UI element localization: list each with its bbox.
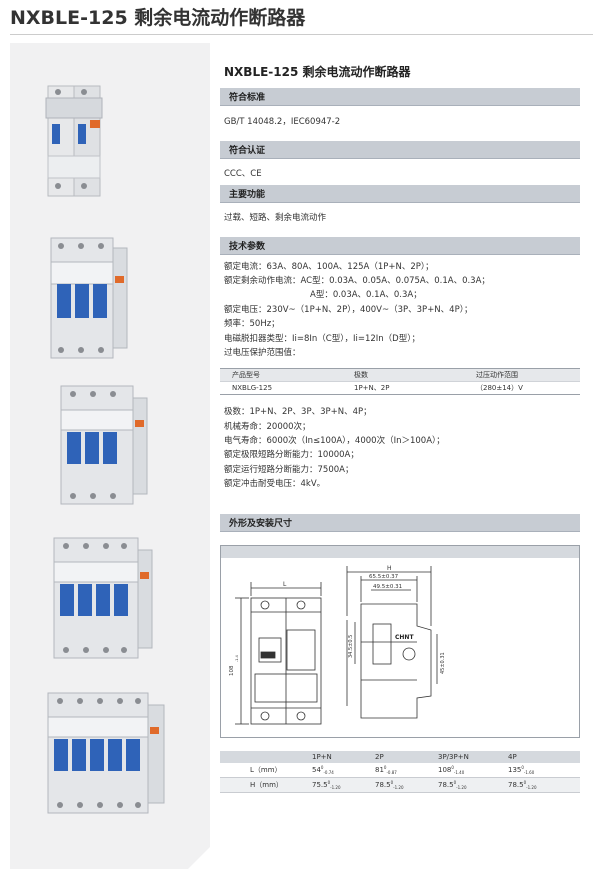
dim-upper-tol: 0 bbox=[327, 780, 331, 785]
dim-value: 54 bbox=[312, 766, 321, 774]
drawing-dim-108: 108 bbox=[229, 665, 235, 676]
tech-param: 过电压保护范围值： bbox=[224, 348, 301, 358]
product-image-panel bbox=[10, 43, 211, 870]
functions-text: 过载、短路、剩余电流动作 bbox=[224, 213, 327, 223]
tech-param: 额定电流：63A、80A、100A、125A（1P+N、2P）； bbox=[224, 262, 434, 272]
table-header: 1P+N bbox=[312, 751, 375, 763]
table-cell: 75.50-1.20 bbox=[312, 777, 375, 793]
tech-param: 机械寿命：20000次； bbox=[224, 422, 311, 432]
dim-lower-tol: -0.87 bbox=[386, 770, 397, 775]
dim-value: 78.5 bbox=[438, 781, 454, 789]
tech-param: 额定极限短路分断能力：10000A； bbox=[224, 450, 359, 460]
dim-upper-tol: 0 bbox=[523, 780, 527, 785]
table-cell: 1080-1.40 bbox=[438, 763, 508, 778]
dim-lower-tol: -1.20 bbox=[456, 785, 467, 790]
drawing-header-bar bbox=[221, 546, 579, 558]
dim-upper-tol: 0 bbox=[383, 765, 387, 770]
tech-param: 电磁脱扣器类型：Ii=8In（C型），Ii=12In（D型）； bbox=[224, 334, 420, 344]
standard-text: GB/T 14048.2，IEC60947-2 bbox=[224, 117, 341, 127]
dim-lower-tol: -1.20 bbox=[526, 785, 537, 790]
drawing-dim-108-tol: -1.4 bbox=[235, 654, 239, 662]
table-cell: （280±14）V bbox=[464, 381, 580, 395]
certification-text: CCC、CE bbox=[224, 169, 262, 179]
table-cell: 1P+N、2P bbox=[342, 381, 464, 395]
table-cell: 810-0.87 bbox=[375, 763, 438, 778]
section-header-functions: 主要功能 bbox=[220, 185, 580, 203]
overvoltage-table: 产品型号 极数 过压动作范围 NXBLG-125 1P+N、2P （280±14… bbox=[220, 368, 580, 395]
table-row: NXBLG-125 1P+N、2P （280±14）V bbox=[220, 381, 580, 395]
drawing-label-l: L bbox=[283, 581, 287, 588]
drawing-dim-495: 49.5±0.31 bbox=[373, 584, 402, 590]
section-title: 外形及安装尺寸 bbox=[229, 519, 293, 529]
dim-upper-tol: 0 bbox=[320, 765, 324, 770]
table-cell: 1350-1.60 bbox=[508, 763, 580, 778]
tech-param: 额定剩余动作电流：AC型：0.03A、0.05A、0.075A、0.1A、0.3… bbox=[224, 276, 490, 286]
dimension-table: 1P+N 2P 3P/3P+N 4P L（mm） 540-0.74 810-0.… bbox=[220, 751, 580, 793]
dim-upper-tol: 0 bbox=[390, 780, 394, 785]
panel-corner-cut bbox=[187, 846, 211, 870]
tech-param: 额定电压：230V~（1P+N、2P），400V~（3P、3P+N、4P）； bbox=[224, 305, 473, 315]
table-header: 产品型号 bbox=[220, 368, 342, 382]
title-divider bbox=[10, 34, 593, 35]
drawing-brand-logo: CHNT bbox=[395, 634, 414, 641]
section-header-tech: 技术参数 bbox=[220, 237, 580, 255]
table-header: 过压动作范围 bbox=[464, 368, 580, 382]
table-cell: L（mm） bbox=[220, 763, 312, 778]
dim-value: 135 bbox=[508, 766, 522, 774]
section-header-certification: 符合认证 bbox=[220, 141, 580, 159]
table-cell: NXBLG-125 bbox=[220, 381, 342, 395]
section-title: 符合标准 bbox=[229, 93, 266, 103]
table-cell: 78.50-1.20 bbox=[375, 777, 438, 793]
table-header: 2P bbox=[375, 751, 438, 763]
table-header: 极数 bbox=[342, 368, 464, 382]
table-cell: 78.50-1.20 bbox=[438, 777, 508, 793]
tech-param: 频率：50Hz； bbox=[224, 319, 280, 329]
dim-value: 78.5 bbox=[375, 781, 391, 789]
section-title: 技术参数 bbox=[229, 242, 266, 252]
dim-value: 108 bbox=[438, 766, 452, 774]
product-image-1p-n bbox=[45, 85, 103, 197]
table-row: L（mm） 540-0.74 810-0.87 1080-1.40 1350-1… bbox=[220, 763, 580, 778]
section-title: 主要功能 bbox=[229, 190, 266, 200]
product-image-3p-n bbox=[53, 537, 153, 659]
table-cell: 540-0.74 bbox=[312, 763, 375, 778]
section-header-dimensions: 外形及安装尺寸 bbox=[220, 514, 580, 532]
table-row: H（mm） 75.50-1.20 78.50-1.20 78.50-1.20 7… bbox=[220, 777, 580, 793]
tech-param: 电气寿命：6000次（In≤100A），4000次（In＞100A）； bbox=[224, 436, 445, 446]
dim-value: 78.5 bbox=[508, 781, 524, 789]
section-title: 符合认证 bbox=[229, 146, 266, 156]
dim-lower-tol: -1.20 bbox=[330, 785, 341, 790]
drawing-dim-655: 65.5±0.37 bbox=[369, 574, 399, 580]
dim-value: 81 bbox=[375, 766, 384, 774]
dim-upper-tol: 0 bbox=[521, 765, 524, 770]
drawing-dim-345: 34.5±0.5 bbox=[348, 635, 354, 658]
product-image-4p bbox=[47, 692, 165, 814]
drawing-dim-45: 45±0.31 bbox=[440, 652, 446, 674]
drawing-svg: L H 65.5±0.37 49.5±0.31 108 -1.4 34.5±0.… bbox=[229, 565, 446, 725]
dim-lower-tol: -1.20 bbox=[393, 785, 404, 790]
tech-param: 额定运行短路分断能力：7500A； bbox=[224, 465, 354, 475]
table-cell: 78.50-1.20 bbox=[508, 777, 580, 793]
table-header bbox=[220, 751, 312, 763]
tech-param: 额定冲击耐受电压：4kV。 bbox=[224, 479, 326, 489]
tech-param: 极数：1P+N、2P、3P、3P+N、4P； bbox=[224, 407, 372, 417]
table-header: 3P/3P+N bbox=[438, 751, 508, 763]
table-cell: H（mm） bbox=[220, 777, 312, 793]
product-image-3p bbox=[60, 385, 148, 505]
table-header: 4P bbox=[508, 751, 580, 763]
product-title: NXBLE-125 剩余电流动作断路器 bbox=[224, 65, 411, 79]
product-image-2p bbox=[50, 237, 128, 359]
page-title: NXBLE-125 剩余电流动作断路器 bbox=[10, 7, 306, 29]
dim-value: 75.5 bbox=[312, 781, 328, 789]
dim-lower-tol: -1.60 bbox=[523, 770, 535, 775]
dimension-drawing: L H 65.5±0.37 49.5±0.31 108 -1.4 34.5±0.… bbox=[220, 545, 580, 738]
dim-lower-tol: -0.74 bbox=[323, 770, 334, 775]
dim-lower-tol: -1.40 bbox=[453, 770, 465, 775]
tech-param: A型：0.03A、0.1A、0.3A； bbox=[310, 290, 422, 300]
section-header-standard: 符合标准 bbox=[220, 88, 580, 106]
dim-upper-tol: 0 bbox=[451, 765, 454, 770]
drawing-label-h: H bbox=[387, 565, 392, 572]
dim-upper-tol: 0 bbox=[453, 780, 457, 785]
